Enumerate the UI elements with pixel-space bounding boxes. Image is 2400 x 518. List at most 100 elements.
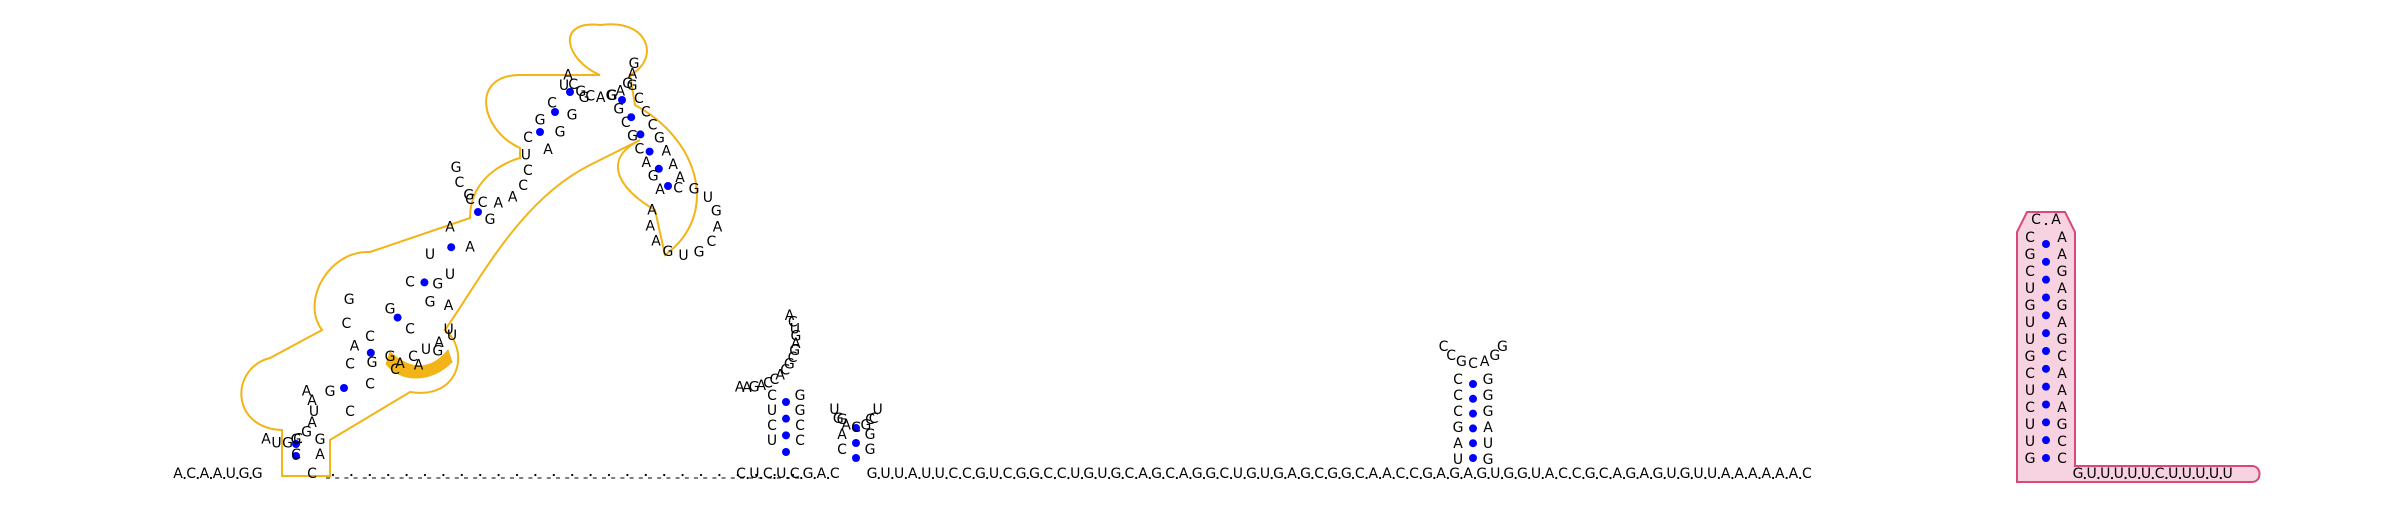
highlight-layer: [240, 23, 2261, 483]
stem-nucleotide: G: [2057, 298, 2068, 314]
yellow-domain-highlight: [240, 23, 698, 477]
base-pair-dot: [645, 147, 654, 156]
backbone-dot: [1473, 476, 1477, 480]
backbone-dot: [1080, 476, 1084, 480]
backbone-nucleotide: C: [962, 466, 972, 482]
backbone-dot: [183, 476, 186, 480]
stem-nucleotide: C: [641, 104, 651, 120]
backbone-dot: [1609, 476, 1612, 480]
backbone-nucleotide: G: [803, 466, 814, 482]
stem-nucleotide: A: [1453, 436, 1463, 452]
backbone-dot: [1162, 476, 1165, 480]
loop-nucleotide: A: [756, 378, 766, 394]
backbone-dot: [1108, 476, 1111, 480]
backbone-nucleotide: U: [894, 466, 904, 482]
stem-nucleotide: G: [2057, 417, 2068, 433]
base-pair-dot: [2042, 347, 2050, 355]
backbone-dot: [1460, 476, 1463, 480]
backbone-dot: [1555, 476, 1558, 480]
loop-nucleotide: C: [788, 315, 798, 331]
stem-nucleotide: U: [2025, 383, 2035, 399]
backbone-nucleotide: A: [1612, 466, 1622, 482]
backbone-dot: [479, 473, 482, 477]
loop-nucleotide: C: [763, 376, 773, 392]
stem-nucleotide: A: [445, 219, 455, 235]
backbone-nucleotide: U: [1666, 466, 1676, 482]
loop-nucleotide: A: [775, 368, 785, 384]
base-pair-dot: [420, 278, 429, 287]
loop-nucleotide: G: [629, 56, 640, 72]
backbone-dot: [1744, 476, 1748, 480]
backbone-dot: [1053, 476, 1057, 480]
tail-nucleotide: U: [2141, 466, 2151, 482]
loop-nucleotide: A: [791, 336, 801, 352]
loop-nucleotide: C: [478, 195, 488, 211]
stem-nucleotide: G: [385, 302, 396, 318]
base-pair-dot: [2042, 329, 2050, 338]
loop-nucleotide: C: [1439, 339, 1449, 355]
backbone-nucleotide: A: [1721, 466, 1731, 482]
backbone-nucleotide: U: [226, 466, 236, 482]
stem-nucleotide: G: [1483, 388, 1494, 404]
base-pair-dot: [1469, 409, 1477, 418]
backbone-nucleotide: C: [1043, 466, 1053, 482]
loop-nucleotide: G: [1497, 339, 1508, 355]
backbone-nucleotide: U: [989, 466, 999, 482]
stem-nucleotide: G: [567, 107, 578, 123]
base-pair-dot: [393, 313, 402, 322]
stem-nucleotide: U: [2025, 434, 2035, 450]
backbone-dot: [442, 473, 445, 477]
backbone-nucleotide: U: [1260, 466, 1270, 482]
backbone-dot: [515, 473, 519, 477]
loop-nucleotide: C: [585, 89, 595, 105]
stem-nucleotide: A: [661, 144, 671, 160]
stem-nucleotide: A: [675, 170, 685, 186]
base-pair-dot: [782, 431, 790, 440]
backbone-dot: [1379, 476, 1382, 480]
loop-nucleotide: C: [788, 350, 798, 366]
backbone-nucleotide: G: [1016, 466, 1027, 482]
stem-nucleotide: U: [1453, 452, 1463, 468]
backbone-dot: [1324, 476, 1328, 480]
loop-nucleotide: C: [2031, 212, 2041, 228]
loop-nucleotide: G: [622, 76, 633, 92]
loop-nucleotide: A: [651, 233, 661, 249]
stem-nucleotide: G: [485, 212, 496, 228]
stem-nucleotide: C: [767, 418, 777, 434]
backbone-dot: [1704, 476, 1707, 480]
base-pair-dot: [536, 128, 544, 136]
base-pair-dot: [1469, 380, 1477, 388]
stem-nucleotide: G: [2057, 264, 2068, 280]
loop-nucleotide: A: [2051, 212, 2061, 228]
loop-nucleotide: U: [829, 402, 839, 418]
stem-nucleotide: G: [535, 113, 546, 129]
backbone-dot: [249, 476, 252, 480]
backbone-dot: [931, 476, 935, 480]
loop-nucleotide: C: [454, 175, 464, 191]
backbone-dot: [1351, 476, 1355, 480]
loop-nucleotide: C: [518, 178, 528, 194]
loop-nucleotide: G: [344, 292, 355, 308]
backbone-nucleotide: G: [1476, 466, 1487, 482]
backbone-dot: [718, 473, 721, 477]
stem-nucleotide: A: [837, 427, 847, 443]
loop-nucleotide: U: [873, 402, 883, 418]
backbone-dot: [1622, 476, 1626, 480]
backbone-dot: [589, 473, 592, 477]
loop-nucleotide: U: [521, 148, 531, 164]
backbone-nucleotide: U: [749, 466, 759, 482]
backbone-dot: [1094, 476, 1097, 480]
backbone-nucleotide: G: [1273, 466, 1284, 482]
backbone-nucleotide: G: [252, 466, 263, 482]
backbone-dot: [1541, 476, 1544, 480]
stem-nucleotide: G: [1453, 420, 1464, 436]
backbone-dot: [2097, 476, 2100, 480]
loop-nucleotide: C: [780, 362, 790, 378]
stem-nucleotide: C: [291, 447, 301, 463]
loop-nucleotide: A: [395, 356, 405, 372]
backbone-dot: [2138, 476, 2141, 480]
backbone-nucleotide: A: [1287, 466, 1297, 482]
backbone-dot: [571, 473, 574, 477]
stem-nucleotide: C: [465, 192, 475, 208]
backbone-dot: [552, 473, 555, 477]
